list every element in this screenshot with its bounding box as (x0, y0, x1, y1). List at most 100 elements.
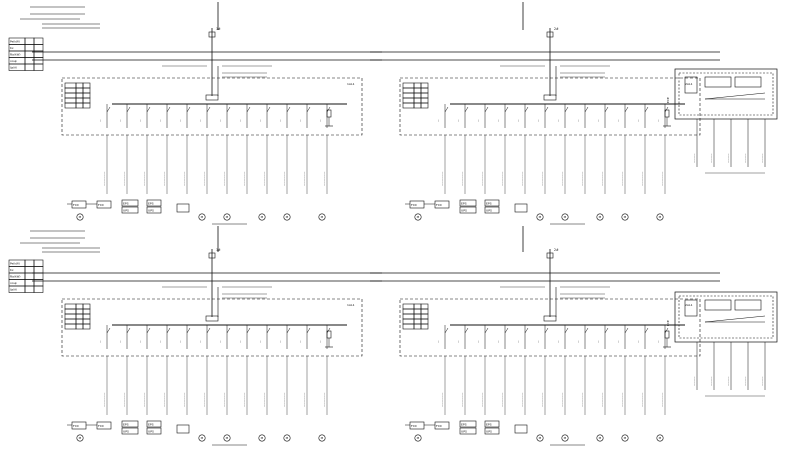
breaker-contact (484, 106, 489, 113)
branch-spec: — (179, 119, 182, 122)
motor-label: M (564, 436, 567, 440)
ups-box (484, 427, 500, 435)
cable-spec: —————— (223, 171, 226, 186)
branch-spec: — (437, 119, 440, 122)
panel-table-cell (413, 308, 422, 315)
fire-panel-ramp (704, 315, 766, 323)
panel-table-cell (64, 323, 77, 330)
motor-symbol (414, 434, 422, 442)
branch-spec: — (279, 119, 282, 122)
motor-label: M (286, 436, 289, 440)
legend-cell-text: cosφ (10, 281, 17, 285)
panel-table-cell (402, 313, 415, 320)
legend-cell (24, 279, 35, 287)
breaker-contact (644, 106, 649, 113)
branch-spec: — (99, 340, 102, 343)
branch-spec: — (159, 119, 162, 122)
node-mark: 1# (216, 27, 221, 31)
device-label-eps: EPS (148, 423, 154, 427)
device-label-ups: UPS (148, 430, 154, 434)
panel-table-cell (420, 318, 429, 325)
branch-spec: — (477, 119, 480, 122)
cable-spec: —————— (601, 392, 604, 407)
branch-spec: — (199, 340, 202, 343)
motor-symbol (656, 434, 664, 442)
panel-table-cell (75, 308, 84, 315)
legend-cell-text: Pe(kW) (10, 40, 20, 44)
device-label-fxx: FXX (436, 424, 442, 428)
device-label-ups: UPS (486, 209, 492, 213)
panel-table-cell (402, 97, 415, 104)
legend-cell-text: Ijs(A) (10, 66, 17, 70)
branch-spec: — (319, 119, 322, 122)
motor-symbol (258, 434, 266, 442)
cable-spec: —————— (283, 171, 286, 186)
branch-spec: — (457, 340, 460, 343)
motor-label: M (624, 436, 627, 440)
breaker-contact (166, 327, 171, 334)
legend-cell (33, 37, 44, 45)
branch-spec: — (179, 340, 182, 343)
cable-spec: —————— (103, 392, 106, 407)
motor-label: M (659, 215, 662, 219)
incoming-breaker (208, 31, 216, 38)
breaker-contact (504, 327, 509, 334)
motor-symbol (318, 213, 326, 221)
branch-spec: — (299, 340, 302, 343)
panel-table-cell (413, 323, 422, 330)
device-label-ups: UPS (461, 209, 467, 213)
fire-panel-inner (678, 72, 774, 116)
fire-panel-outer (674, 68, 778, 120)
cable-spec: —————— (263, 171, 266, 186)
cable-spec: —————— (183, 392, 186, 407)
panel-table-cell (413, 87, 422, 94)
main-breaker (543, 94, 557, 101)
cable-spec: —————— (641, 392, 644, 407)
breaker-contact (246, 106, 251, 113)
branch-spec: — (259, 340, 262, 343)
fire-feeder-spec: ———— (693, 376, 696, 386)
cable-spec: —————— (243, 171, 246, 186)
device-label-eps: EPS (461, 202, 467, 206)
fire-device-box (71, 421, 87, 430)
motor-symbol (258, 213, 266, 221)
main-breaker (205, 315, 219, 322)
fire-feeder-spec: ———— (744, 153, 747, 163)
branch-spec: — (537, 340, 540, 343)
ups-box (121, 206, 139, 214)
cable-spec: —————— (303, 171, 306, 186)
cable-spec: —————— (501, 392, 504, 407)
cable-spec: —————— (541, 171, 544, 186)
branch-spec: — (239, 340, 242, 343)
device-label-fxx: FXX (411, 424, 417, 428)
motor-symbol (198, 434, 206, 442)
distribution-panel-p1: 1#1AL1——————————————————————————————————… (32, 27, 382, 225)
breaker-contact (444, 327, 449, 334)
cable-spec: —————— (441, 171, 444, 186)
panel-table-cell (413, 313, 422, 320)
panel-table-cell (82, 303, 91, 310)
panel-table-cell (413, 303, 422, 310)
cable-spec: —————— (441, 392, 444, 407)
panel-table-cell (402, 102, 415, 109)
breaker-contact (644, 327, 649, 334)
panel-table-cell (64, 82, 77, 89)
cable-spec: —————— (621, 392, 624, 407)
device-label-eps: EPS (123, 202, 129, 206)
legend-cell (33, 57, 44, 65)
breaker-contact (444, 106, 449, 113)
cable-spec: —————— (163, 392, 166, 407)
fire-panel-module (704, 76, 732, 88)
fire-feeder-spec: ———— (744, 376, 747, 386)
fire-panel-tag: ECE (666, 320, 670, 326)
panel-table-cell (75, 318, 84, 325)
fire-feeder-spec: ———— (710, 153, 713, 163)
branch-spec: — (637, 119, 640, 122)
motor-symbol (414, 213, 422, 221)
branch-spec: — (477, 340, 480, 343)
branch-spec: — (139, 119, 142, 122)
distribution-panel-p4: 2#2AL1——————————————————————————————————… (370, 248, 720, 446)
breaker-contact (206, 106, 211, 113)
motor-label: M (321, 436, 324, 440)
